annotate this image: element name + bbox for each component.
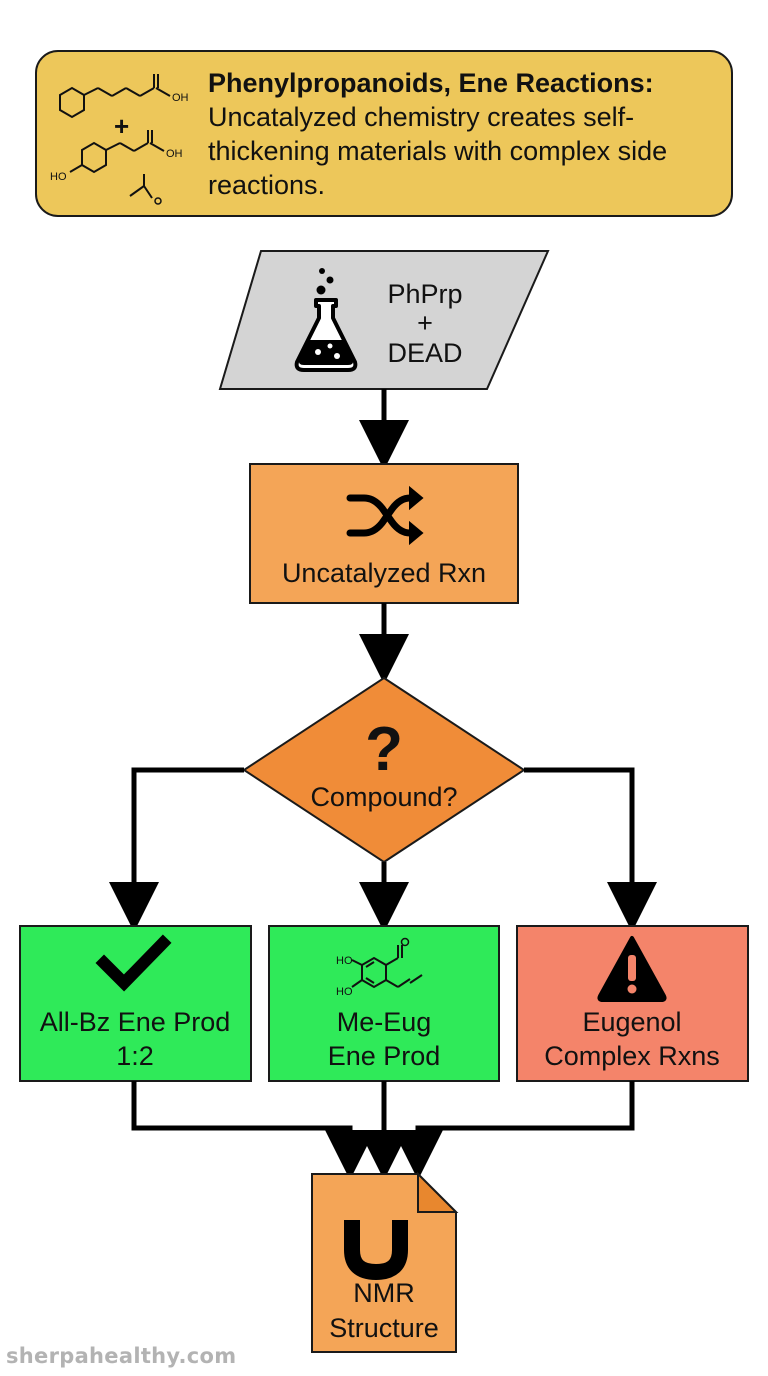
middle-molecule-ho-label: HO xyxy=(336,986,353,998)
connector-right-to-output xyxy=(393,1081,635,1180)
right-outcome-line2: Complex Rxns xyxy=(544,1041,720,1071)
output-label-line2: Structure xyxy=(329,1313,439,1343)
input-node xyxy=(218,250,550,390)
middle-outcome-line2: Ene Prod xyxy=(328,1041,441,1071)
middle-outcome-node xyxy=(268,925,500,1082)
left-outcome-node xyxy=(19,925,252,1082)
process-node xyxy=(249,463,519,604)
input-label-line3: DEAD xyxy=(387,338,462,368)
header-oxygen-icon xyxy=(154,197,162,205)
header-panel xyxy=(35,50,733,217)
question-icon: ? xyxy=(365,715,403,784)
flask-icon xyxy=(294,268,358,372)
right-outcome-line1: Eugenol xyxy=(582,1007,681,1037)
input-label-line2: + xyxy=(417,308,433,338)
output-node xyxy=(311,1171,459,1353)
checkmark-icon xyxy=(95,934,172,992)
header-plus-sign: + xyxy=(114,111,129,141)
shuffle-icon xyxy=(346,485,424,546)
header-molecule-oh-label: OH xyxy=(166,148,183,160)
warning-icon xyxy=(597,936,667,1002)
header-molecule-ho-label: HO xyxy=(50,171,67,183)
middle-outcome-line1: Me-Eug xyxy=(337,1007,432,1037)
watermark: sherpahealthy.com xyxy=(6,1344,237,1368)
output-label-line1: NMR xyxy=(353,1278,415,1308)
header-molecule-oh-label: OH xyxy=(172,92,189,104)
left-outcome-line2: 1:2 xyxy=(116,1041,154,1071)
molecule-oxygen-icon xyxy=(400,937,410,947)
connector-decision-to-right xyxy=(524,767,657,932)
magnet-icon xyxy=(344,1220,408,1281)
process-label: Uncatalyzed Rxn xyxy=(282,558,486,588)
header-molecules-icon xyxy=(59,74,171,199)
header-description: Uncatalyzed chemistry creates self-thick… xyxy=(208,102,668,200)
header-title: Phenylpropanoids, Ene Reactions: xyxy=(208,68,654,98)
decision-label: Compound? xyxy=(310,782,457,812)
left-outcome-line1: All-Bz Ene Prod xyxy=(40,1007,231,1037)
middle-molecule-ho-label: HO xyxy=(336,955,353,967)
header-text-block: Phenylpropanoids, Ene Reactions: Uncatal… xyxy=(208,66,728,202)
connector-left-to-output xyxy=(131,1081,375,1180)
connector-decision-to-left xyxy=(109,767,244,932)
molecule-icon xyxy=(351,945,423,989)
input-label-line1: PhPrp xyxy=(387,279,462,309)
